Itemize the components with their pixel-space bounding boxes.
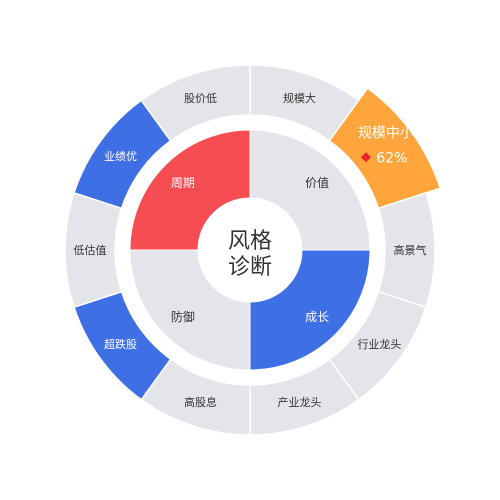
outer-segment-label: 规模中小 — [358, 125, 414, 141]
inner-quadrant-label: 防御 — [171, 309, 195, 324]
outer-segment-label: 规模大 — [283, 91, 316, 105]
outer-segment-value: 62% — [376, 150, 407, 166]
inner-quadrant-label: 周期 — [171, 176, 195, 190]
center-title-line1: 风格 — [228, 229, 272, 254]
outer-segment-label: 高股息 — [184, 395, 217, 409]
outer-segment-label: 产业龙头 — [277, 395, 321, 409]
outer-segment[interactable]: 规模中小 62% — [328, 87, 442, 210]
outer-segment-label: 行业龙头 — [357, 338, 401, 351]
outer-segment-label: 高景气 — [394, 243, 427, 257]
center-title-line2: 诊断 — [228, 255, 272, 280]
outer-segment-label: 业绩优 — [104, 150, 137, 163]
outer-segment[interactable]: 规模大 — [249, 64, 360, 142]
inner-quadrant-label: 价值 — [305, 175, 329, 190]
outer-segment[interactable]: 高股息 — [140, 358, 251, 436]
outer-segment-label: 股价低 — [184, 92, 217, 105]
outer-segment[interactable]: 股价低 — [140, 64, 251, 142]
diamond-icon — [360, 152, 371, 163]
outer-segment[interactable]: 低估值 — [64, 191, 123, 309]
outer-segment-label: 超跌股 — [104, 337, 137, 351]
outer-segment[interactable]: 高景气 — [377, 191, 436, 309]
inner-quadrant-label: 成长 — [305, 310, 329, 324]
outer-segment-shape[interactable] — [140, 64, 251, 142]
center-circle — [198, 198, 302, 302]
outer-segment-label: 低估值 — [74, 244, 107, 257]
center-disc: 风格 诊断 — [198, 198, 302, 302]
outer-segment-shape[interactable] — [328, 87, 442, 210]
